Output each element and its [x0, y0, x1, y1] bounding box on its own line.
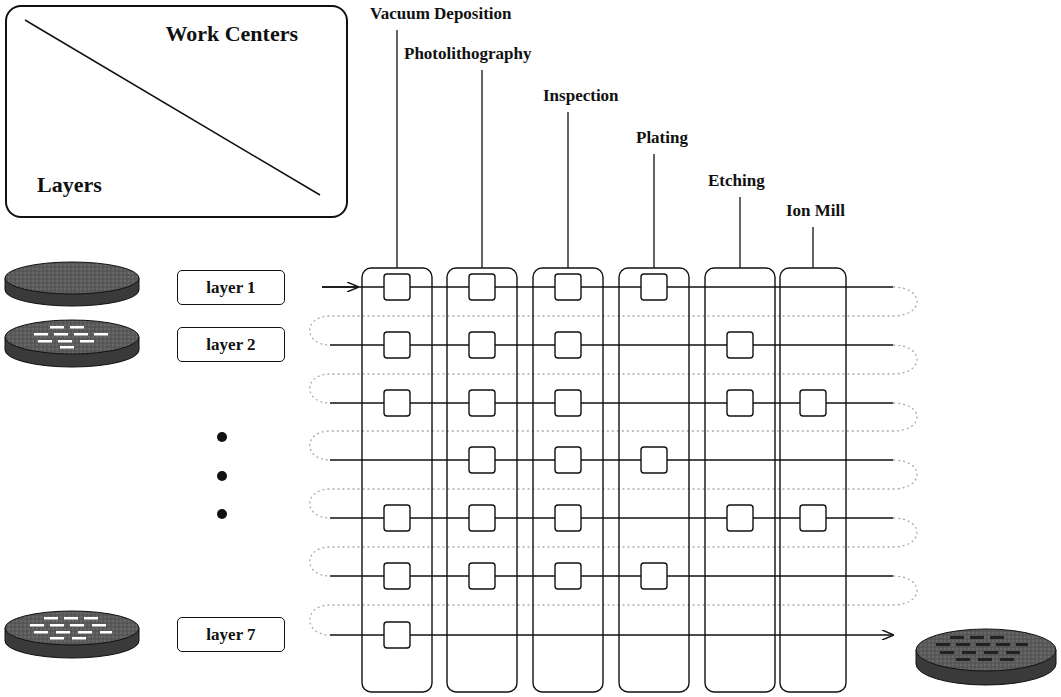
layer-box: layer 7 — [177, 617, 285, 652]
layer-label: layer 7 — [206, 625, 255, 645]
work-center-label: Etching — [706, 171, 767, 191]
layer-label: layer 1 — [206, 278, 255, 298]
return-loops — [310, 287, 917, 635]
layer-box: layer 2 — [177, 327, 285, 362]
layer-flow-lines — [322, 287, 893, 635]
work-center-columns — [362, 268, 846, 692]
work-center-label: Plating — [634, 128, 690, 148]
layer-label: layer 2 — [206, 335, 255, 355]
ellipsis-dots — [217, 432, 227, 519]
work-center-label: Photolithography — [402, 44, 534, 64]
axis-title: Work Centers — [165, 21, 298, 47]
wafer-icon — [5, 320, 139, 367]
work-center-label: Inspection — [541, 86, 621, 106]
axis-title: Layers — [37, 172, 102, 198]
wafer-icon — [916, 629, 1056, 685]
header-box: Work CentersLayers — [5, 5, 348, 218]
layer-box: layer 1 — [177, 270, 285, 305]
divider-line — [25, 20, 320, 195]
process-steps — [384, 274, 826, 648]
wafer-icon — [5, 262, 139, 306]
wafer-icon — [5, 611, 139, 658]
work-center-label: Ion Mill — [784, 201, 847, 221]
leader-lines — [397, 30, 813, 268]
work-center-label: Vacuum Deposition — [368, 4, 514, 24]
